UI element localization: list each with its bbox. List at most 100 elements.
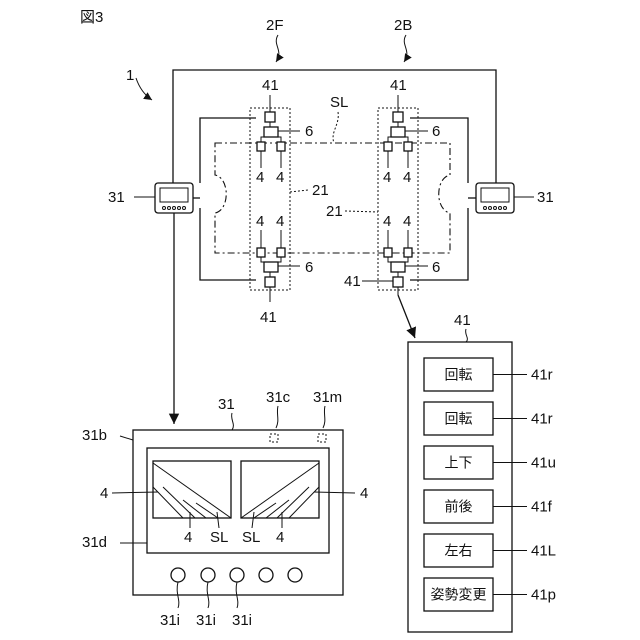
terminal-detail-body xyxy=(133,430,343,595)
back-arrow xyxy=(404,35,407,62)
control-unit-ref: 41 xyxy=(454,312,471,329)
leader-21-left xyxy=(290,190,308,192)
back-top-unit41 xyxy=(393,112,403,122)
input-label-2: 31i xyxy=(196,612,216,629)
wheel-label-2: 4 xyxy=(276,169,284,186)
back-bot-unit41 xyxy=(393,277,403,287)
control-button-item: 上下41u xyxy=(424,446,556,479)
control-unit-leader xyxy=(466,329,468,342)
mic-leader xyxy=(323,406,325,428)
back-bot-motor-l xyxy=(384,248,392,257)
view-right-wheel-leader xyxy=(314,492,355,493)
label-6-front-top: 6 xyxy=(305,123,313,140)
view-right-diag xyxy=(241,463,319,518)
control-button-label: 上下 xyxy=(445,456,473,472)
sl-label: SL xyxy=(330,94,348,111)
sl-leader xyxy=(333,112,338,143)
label-41-front-bottom: 41 xyxy=(260,309,277,326)
label-6-back-top: 6 xyxy=(432,123,440,140)
rail-label-left: 21 xyxy=(312,182,329,199)
control-button-list: 回転 41r 回転 41r 上下41u 前後 41f 左右 41L 姿勢変更 41p xyxy=(424,358,556,611)
input-button-4 xyxy=(259,568,273,582)
front-top-unit41 xyxy=(265,112,275,122)
terminal-display xyxy=(147,448,329,553)
control-button-item: 左右 41L xyxy=(424,534,556,567)
front-bot-motor-r xyxy=(277,248,285,257)
control-button-label: 左右 xyxy=(445,544,473,560)
microphone-icon xyxy=(318,434,326,442)
front-bot-unit41 xyxy=(265,277,275,287)
input-button-5 xyxy=(288,568,302,582)
front-bot-motor-l xyxy=(257,248,265,257)
detail-ref-leader xyxy=(232,413,234,430)
display-label: 31d xyxy=(82,534,107,551)
front-top-motor-r xyxy=(277,142,285,151)
control-button-item: 姿勢変更 41p xyxy=(424,578,556,611)
label-41-back-bottom: 41 xyxy=(344,273,361,290)
view-right-bottom-wheel: 4 xyxy=(276,529,284,546)
detail-ref-label: 31 xyxy=(218,396,235,413)
input-button-2 xyxy=(201,568,215,582)
wheel-label-4: 4 xyxy=(276,213,284,230)
back-top-motor-r xyxy=(404,142,412,151)
control-button-ref: 41p xyxy=(531,587,556,604)
camera-label: 31c xyxy=(266,389,291,406)
view-left-wheel-leader xyxy=(112,492,158,493)
arrow-to-control-unit xyxy=(398,295,415,338)
control-button-ref: 41L xyxy=(531,543,556,560)
control-button-label: 前後 xyxy=(445,499,473,516)
back-top-branch xyxy=(388,137,408,142)
figure-title: 図3 xyxy=(80,9,103,26)
terminal-left-label: 31 xyxy=(108,189,125,206)
wheel-label-1: 4 xyxy=(256,169,264,186)
wheel-label-8: 4 xyxy=(403,213,411,230)
mic-label: 31m xyxy=(313,389,342,406)
view-left-sl-leader xyxy=(217,512,219,528)
view-left-diag xyxy=(153,463,231,518)
back-top-unit6 xyxy=(391,127,405,137)
control-button-ref: 41r xyxy=(531,411,553,428)
label-41-back-top: 41 xyxy=(390,77,407,94)
wheel-label-5: 4 xyxy=(383,169,391,186)
front-top-branch xyxy=(261,137,281,142)
view-right-wheel-edge3 xyxy=(266,500,289,518)
camera-icon xyxy=(270,434,278,442)
control-button-ref: 41f xyxy=(531,499,553,516)
back-bot-unit6 xyxy=(391,262,405,272)
input-label-1: 31i xyxy=(160,612,180,629)
view-left-sl: SL xyxy=(210,529,228,546)
view-left-wheel-edge3 xyxy=(183,500,206,518)
control-button-item: 回転 41r xyxy=(424,358,553,391)
back-label: 2B xyxy=(394,17,412,34)
control-button-ref: 41r xyxy=(531,367,553,384)
front-top-unit6 xyxy=(264,127,278,137)
wire-left-bottom xyxy=(200,208,256,280)
view-left-wheel-label: 4 xyxy=(100,485,108,502)
control-button-label: 姿勢変更 xyxy=(431,587,487,604)
view-right-wheel-edge4 xyxy=(254,503,276,518)
wire-left-top xyxy=(200,118,256,183)
camera-leader xyxy=(276,406,278,428)
view-right-sl-leader xyxy=(252,512,254,528)
rail-label-right: 21 xyxy=(326,203,343,220)
leader-21-right xyxy=(345,211,378,212)
view-right-wheel-label: 4 xyxy=(360,485,368,502)
view-left-bottom-wheel: 4 xyxy=(184,529,192,546)
control-button-label: 回転 xyxy=(445,368,473,384)
body-label: 31b xyxy=(82,427,107,444)
control-button-label: 回転 xyxy=(445,412,473,428)
front-top-motor-l xyxy=(257,142,265,151)
input-button-1 xyxy=(171,568,185,582)
view-right-sl: SL xyxy=(242,529,260,546)
wheel-label-6: 4 xyxy=(403,169,411,186)
front-bot-unit6 xyxy=(264,262,278,272)
input-label-3: 31i xyxy=(232,612,252,629)
terminal-right-label: 31 xyxy=(537,189,554,206)
wheel-label-3: 4 xyxy=(256,213,264,230)
control-button-item: 回転 41r xyxy=(424,402,553,435)
front-arrow xyxy=(276,35,279,62)
system-label: 1 xyxy=(126,67,134,84)
label-41-front-top: 41 xyxy=(262,77,279,94)
